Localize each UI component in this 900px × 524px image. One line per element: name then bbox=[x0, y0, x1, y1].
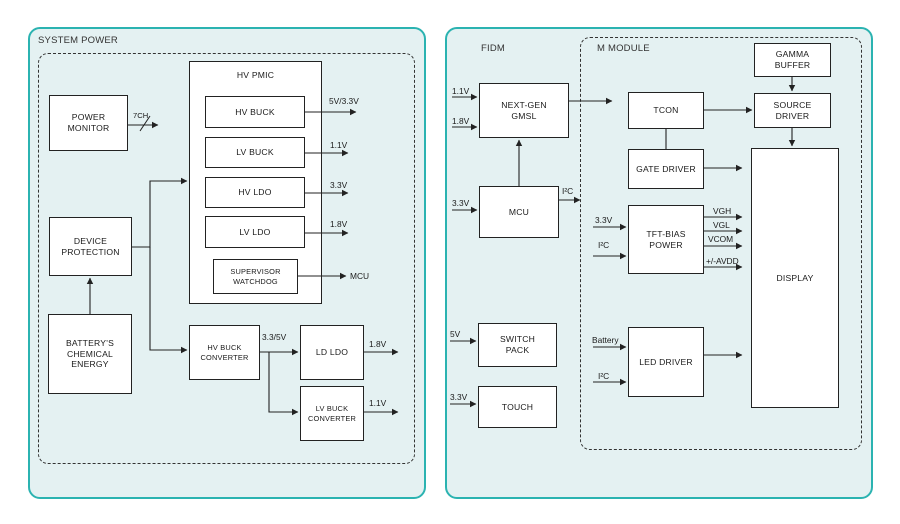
led-i2c-label: I²C bbox=[598, 371, 610, 381]
lv-buck-converter-output-label: 1.1V bbox=[369, 398, 387, 408]
hv-ldo-output-label: 3.3V bbox=[330, 180, 348, 190]
touch-block: TOUCH bbox=[478, 386, 557, 428]
supervisor-line1: SUPERVISOR bbox=[230, 267, 281, 277]
vgl-label: VGL bbox=[713, 220, 730, 230]
tft-bias-power-block: TFT-BIAS POWER bbox=[628, 205, 704, 274]
avdd-label: +/-AVDD bbox=[706, 256, 739, 266]
battery-energy-block: BATTERY'S CHEMICAL ENERGY bbox=[48, 314, 132, 394]
device-protection-block: DEVICE PROTECTION bbox=[49, 217, 132, 276]
next-gen-line2: GMSL bbox=[511, 110, 537, 121]
lv-buck-converter-line1: LV BUCK bbox=[315, 404, 349, 414]
hv-buck-block: HV BUCK bbox=[205, 96, 305, 128]
hv-ldo-block: HV LDO bbox=[205, 177, 305, 208]
lv-buck-output-label: 1.1V bbox=[330, 140, 348, 150]
switch-5v-input-label: 5V bbox=[450, 329, 461, 339]
lv-ldo-block: LV LDO bbox=[205, 216, 305, 248]
m-module-title: M MODULE bbox=[597, 43, 650, 54]
power-monitor-block: POWER MONITOR bbox=[49, 95, 128, 151]
hv-buck-converter-line2: CONVERTER bbox=[200, 352, 249, 362]
tft-bias-line1: TFT-BIAS bbox=[646, 228, 686, 239]
mcu-output-label: MCU bbox=[350, 271, 370, 281]
device-protection-line1: DEVICE bbox=[73, 235, 108, 246]
gate-driver-block: GATE DRIVER bbox=[628, 149, 704, 189]
lv-buck-converter-line2: CONVERTER bbox=[307, 413, 357, 423]
gmsl-1v1-input-label: 1.1V bbox=[452, 86, 470, 96]
display-block: DISPLAY bbox=[751, 148, 839, 408]
lv-buck-label: LV BUCK bbox=[236, 147, 274, 158]
mcu-label: MCU bbox=[508, 206, 530, 217]
hv-buck-converter-line1: HV BUCK bbox=[207, 343, 242, 353]
fidm-title: FIDM bbox=[481, 43, 506, 54]
seven-channel-label: 7CH bbox=[133, 111, 149, 120]
gamma-buffer-line1: GAMMA bbox=[775, 49, 810, 60]
led-driver-block: LED DRIVER bbox=[628, 327, 704, 397]
tcon-block: TCON bbox=[628, 92, 704, 129]
device-protection-line2: PROTECTION bbox=[61, 246, 120, 257]
switch-pack-line1: SWITCH bbox=[499, 334, 536, 345]
mcu-3v3-input-label: 3.3V bbox=[452, 198, 470, 208]
gmsl-1v8-input-label: 1.8V bbox=[452, 116, 470, 126]
hv-buck-converter-output-label: 3.3/5V bbox=[262, 332, 287, 342]
source-driver-line1: SOURCE bbox=[773, 99, 812, 110]
battery-line2: CHEMICAL bbox=[66, 348, 113, 359]
led-driver-label: LED DRIVER bbox=[639, 356, 693, 367]
battery-input-label: Battery bbox=[592, 335, 619, 345]
next-gen-gmsl-block: NEXT-GEN GMSL bbox=[479, 83, 569, 138]
touch-3v3-input-label: 3.3V bbox=[450, 392, 468, 402]
switch-pack-line2: PACK bbox=[505, 345, 530, 355]
lv-ldo-label: LV LDO bbox=[239, 226, 271, 237]
source-driver-line2: DRIVER bbox=[775, 110, 810, 121]
gamma-buffer-line2: BUFFER bbox=[774, 60, 811, 70]
battery-line3: ENERGY bbox=[71, 359, 109, 370]
system-power-dashed-region bbox=[38, 53, 415, 464]
tcon-label: TCON bbox=[653, 105, 679, 116]
gate-driver-label: GATE DRIVER bbox=[636, 163, 696, 174]
ld-ldo-block: LD LDO bbox=[300, 325, 364, 380]
supervisor-watchdog-block: SUPERVISOR WATCHDOG bbox=[213, 259, 298, 294]
mcu-i2c-label: I²C bbox=[562, 186, 574, 196]
touch-label: TOUCH bbox=[501, 401, 534, 412]
m-module-dashed-region bbox=[580, 37, 862, 450]
system-power-title: SYSTEM POWER bbox=[38, 35, 118, 46]
battery-line1: BATTERY'S bbox=[65, 337, 114, 348]
tft-i2c-label: I²C bbox=[598, 240, 610, 250]
hv-buck-label: HV BUCK bbox=[235, 106, 275, 117]
lv-ldo-output-label: 1.8V bbox=[330, 219, 348, 229]
lv-buck-converter-block: LV BUCK CONVERTER bbox=[300, 386, 364, 441]
lv-buck-block: LV BUCK bbox=[205, 137, 305, 168]
power-monitor-line1: POWER bbox=[71, 112, 106, 123]
power-monitor-line2: MONITOR bbox=[67, 123, 110, 133]
ld-ldo-output-label: 1.8V bbox=[369, 339, 387, 349]
switch-pack-block: SWITCH PACK bbox=[478, 323, 557, 367]
tft-bias-line2: POWER bbox=[649, 239, 683, 250]
gamma-buffer-block: GAMMA BUFFER bbox=[754, 43, 831, 77]
tft-3v3-input-label: 3.3V bbox=[595, 215, 613, 225]
hv-pmic-title: HV PMIC bbox=[236, 70, 275, 80]
ld-ldo-label: LD LDO bbox=[315, 347, 349, 358]
display-label: DISPLAY bbox=[776, 272, 814, 283]
hv-buck-converter-block: HV BUCK CONVERTER bbox=[189, 325, 260, 380]
supervisor-line2: WATCHDOG bbox=[233, 276, 278, 286]
next-gen-line1: NEXT-GEN bbox=[501, 99, 547, 110]
vcom-label: VCOM bbox=[708, 234, 734, 244]
source-driver-block: SOURCE DRIVER bbox=[754, 93, 831, 128]
hv-buck-output-label: 5V/3.3V bbox=[329, 96, 359, 106]
vgh-label: VGH bbox=[713, 206, 732, 216]
hv-ldo-label: HV LDO bbox=[238, 187, 272, 198]
mcu-block: MCU bbox=[479, 186, 559, 238]
